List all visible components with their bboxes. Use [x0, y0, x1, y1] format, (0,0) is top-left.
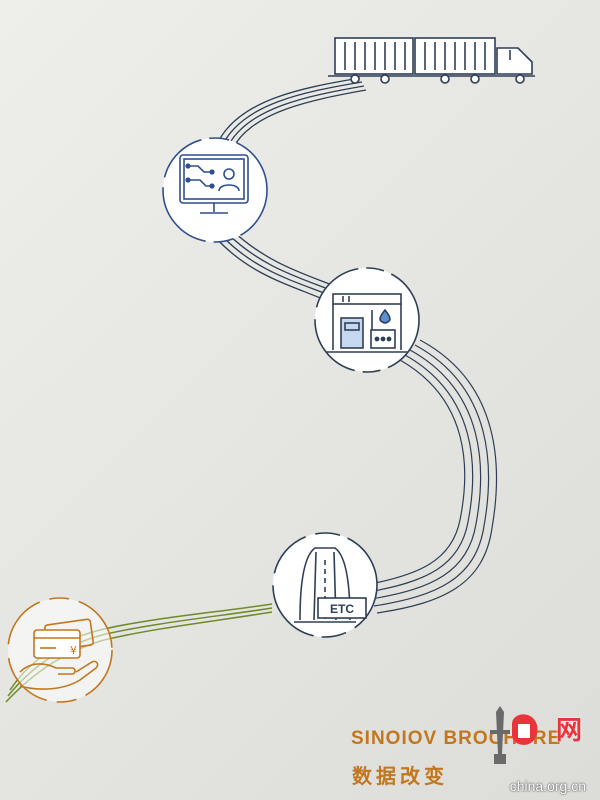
- china-org-watermark: 网 china.org.cn: [478, 702, 588, 794]
- monitor-user-icon: [162, 137, 268, 243]
- road-truck-to-monitor: [217, 77, 367, 149]
- hand-card-payment-icon: ¥: [7, 597, 113, 703]
- etc-toll-gate-icon: ETC: [272, 532, 378, 638]
- watermark-url-text: china.org.cn: [509, 778, 586, 794]
- gas-station-icon: [314, 267, 420, 373]
- truck-icon: [328, 37, 535, 84]
- road-gas-to-etc: [364, 339, 498, 614]
- china-org-logo-icon: [490, 706, 538, 764]
- etc-label: ETC: [330, 602, 354, 616]
- currency-symbol: ¥: [70, 644, 77, 657]
- watermark-chinese-text: 网: [555, 716, 582, 746]
- brand-chinese-title: 数据改变: [352, 764, 448, 788]
- road-monitor-to-gas: [215, 231, 338, 301]
